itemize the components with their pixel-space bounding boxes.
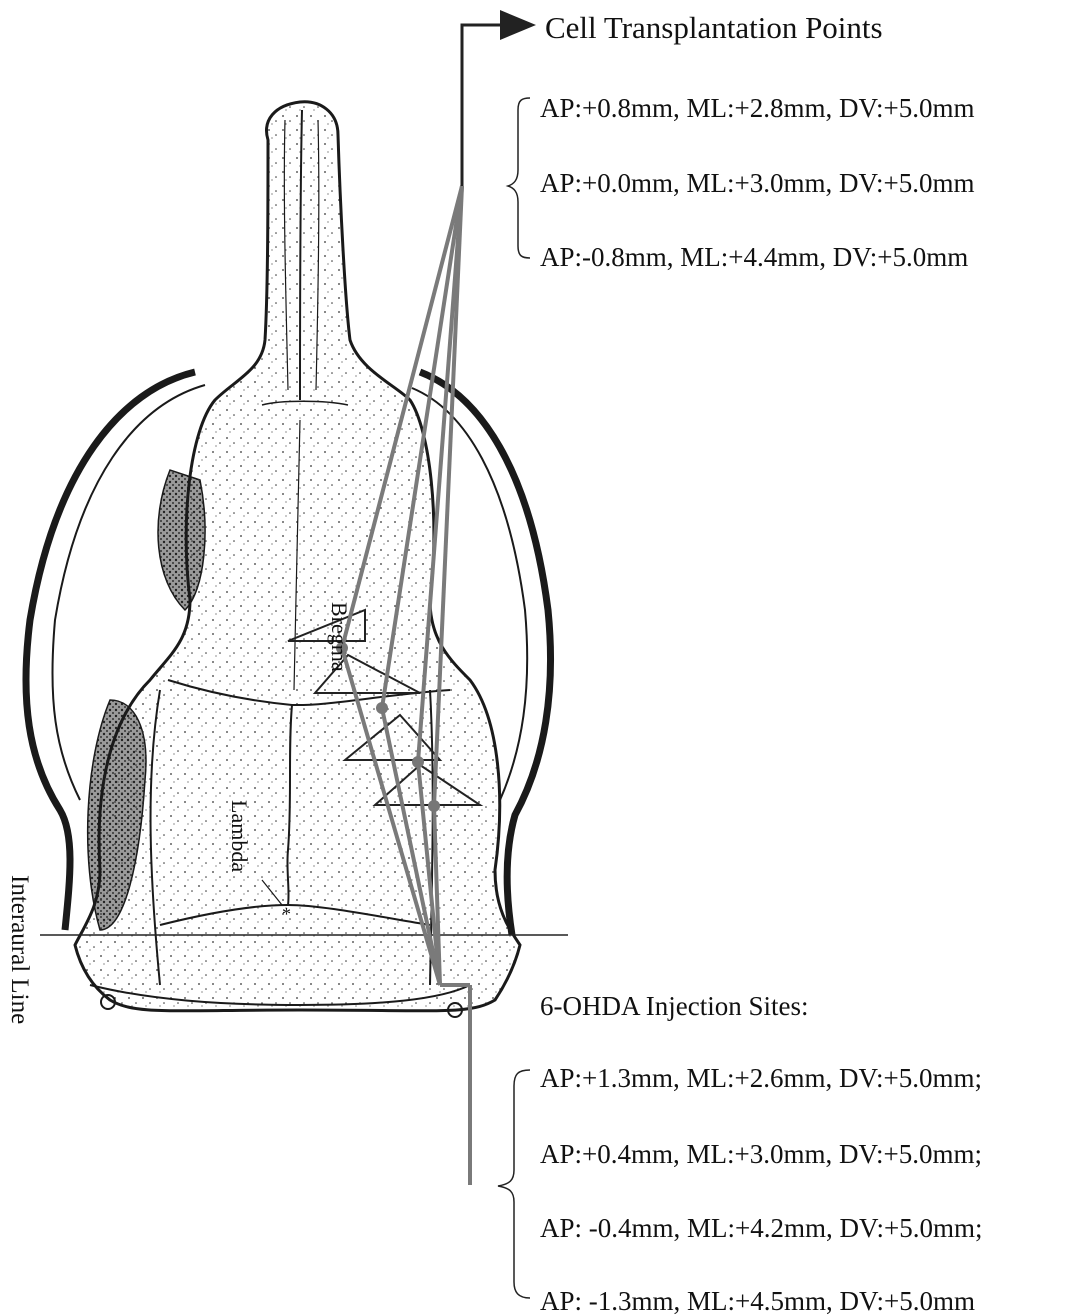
svg-text:*: * — [282, 904, 291, 924]
transplant-point-1: AP:+0.8mm, ML:+2.8mm, DV:+5.0mm — [540, 93, 974, 123]
injection-site-2: AP:+0.4mm, ML:+3.0mm, DV:+5.0mm; — [540, 1139, 982, 1169]
lambda-label: Lambda — [227, 800, 252, 872]
injection-title: 6-OHDA Injection Sites: — [540, 991, 808, 1021]
injection-site-4: AP: -1.3mm, ML:+4.5mm, DV:+5.0mm — [540, 1286, 975, 1315]
injection-dot — [428, 800, 440, 812]
injection-site-1: AP:+1.3mm, ML:+2.6mm, DV:+5.0mm; — [540, 1063, 982, 1093]
transplant-point-2: AP:+0.0mm, ML:+3.0mm, DV:+5.0mm — [540, 168, 974, 198]
injection-bracket — [498, 1070, 530, 1298]
transplant-title: Cell Transplantation Points — [545, 10, 883, 45]
interaural-label: Interaural Line — [6, 875, 33, 1024]
skull: * — [26, 102, 551, 1017]
transplant-callout-arrow — [462, 25, 530, 186]
injection-dot — [412, 756, 424, 768]
injection-site-3: AP: -0.4mm, ML:+4.2mm, DV:+5.0mm; — [540, 1213, 982, 1243]
bregma-label: Bregma — [327, 602, 352, 672]
transplant-point-3: AP:-0.8mm, ML:+4.4mm, DV:+5.0mm — [540, 242, 968, 272]
transplant-bracket — [508, 98, 530, 258]
injection-dot — [376, 702, 388, 714]
